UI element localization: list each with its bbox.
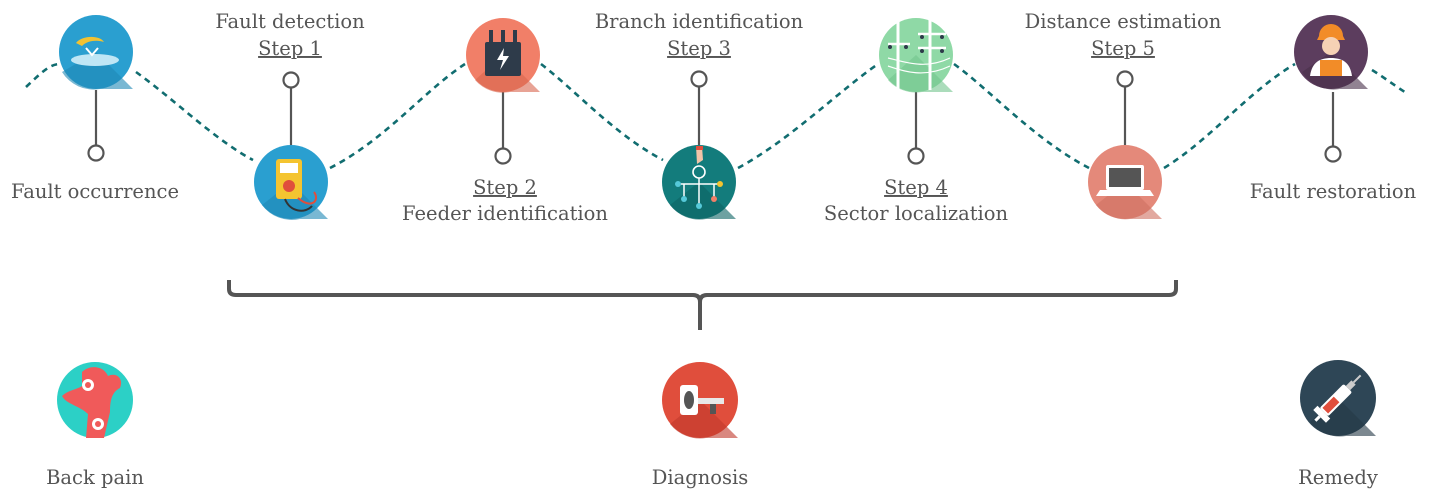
label-sector-localization: Sector localization xyxy=(824,202,1009,225)
timeline-pins xyxy=(87,70,1342,165)
label-feeder-identification: Feeder identification xyxy=(402,202,608,225)
label-back-pain: Back pain xyxy=(46,466,144,489)
label-diagnosis: Diagnosis xyxy=(652,466,749,489)
label-fault-detection: Fault detection xyxy=(215,10,365,33)
label-fault-occurrence: Fault occurrence xyxy=(11,180,179,203)
label-step-5: Step 5 xyxy=(1091,37,1155,60)
power-lines-icon xyxy=(879,18,953,93)
label-step-2: Step 2 xyxy=(473,176,537,199)
grouping-brace xyxy=(227,280,1178,330)
label-fault-restoration: Fault restoration xyxy=(1250,180,1417,203)
label-step-1: Step 1 xyxy=(258,37,322,60)
timeline-wave xyxy=(25,62,1409,170)
label-step-4: Step 4 xyxy=(884,176,948,199)
syringe-icon xyxy=(1300,360,1376,437)
network-touch-icon xyxy=(662,145,736,220)
ct-scanner-icon xyxy=(662,362,738,439)
flood-water-icon xyxy=(59,15,133,90)
transformer-icon xyxy=(466,18,540,93)
multimeter-icon xyxy=(254,145,328,220)
label-distance-estimation: Distance estimation xyxy=(1025,10,1222,33)
technician-icon xyxy=(1294,15,1368,90)
laptop-icon xyxy=(1088,145,1162,220)
back-pain-icon xyxy=(57,362,133,438)
label-remedy: Remedy xyxy=(1298,466,1378,489)
label-branch-identification: Branch identification xyxy=(595,10,804,33)
label-step-3: Step 3 xyxy=(667,37,731,60)
